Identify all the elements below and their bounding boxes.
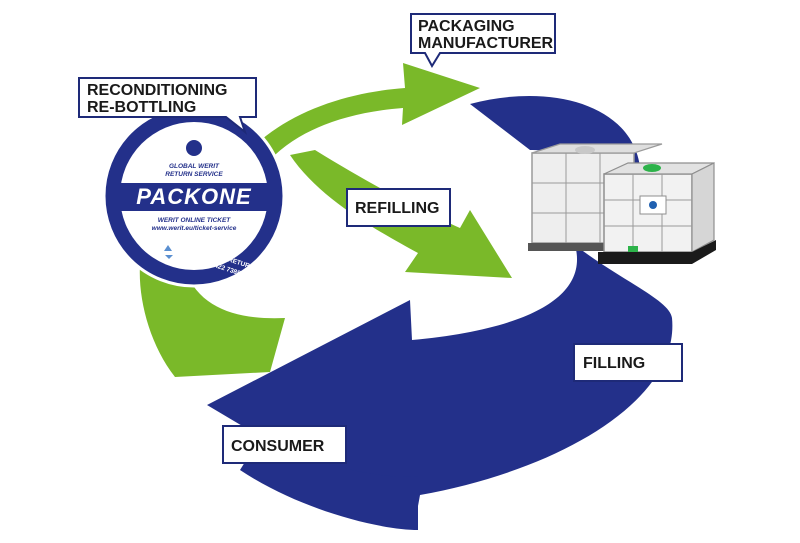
label-filling: FILLING	[583, 355, 645, 372]
label-reconditioning-2: RE-BOTTLING	[87, 99, 196, 116]
seal-url: www.werit.eu/ticket-service	[152, 225, 237, 232]
label-refilling: REFILLING	[355, 200, 439, 217]
seal-service-1: GLOBAL WERIT	[169, 163, 220, 170]
seal-service-2: RETURN SERVICE	[165, 171, 223, 178]
packone-seal: The international IBC RETURN System for …	[102, 104, 286, 288]
ibc-container-icon	[528, 143, 716, 264]
green-arrow-top	[250, 63, 480, 160]
seal-ticket: WERIT ONLINE TICKET	[158, 217, 232, 224]
seal-logo: PACKONE	[136, 184, 252, 209]
werit-mark-icon	[186, 140, 202, 156]
callout-consumer: CONSUMER	[222, 425, 347, 464]
recycling-icon	[164, 245, 173, 259]
callout-filling: FILLING	[573, 343, 683, 382]
label-consumer: CONSUMER	[231, 438, 325, 455]
callout-packaging-manufacturer: PACKAGING MANUFACTURER	[410, 13, 556, 69]
label-packaging-1: PACKAGING	[418, 18, 515, 35]
green-arrow-left	[139, 265, 285, 377]
label-packaging-2: MANUFACTURER	[418, 35, 554, 52]
callout-reconditioning: RECONDITIONING RE-BOTTLING	[78, 77, 257, 135]
callout-refilling: REFILLING	[346, 188, 451, 227]
label-reconditioning-1: RECONDITIONING	[87, 82, 227, 99]
